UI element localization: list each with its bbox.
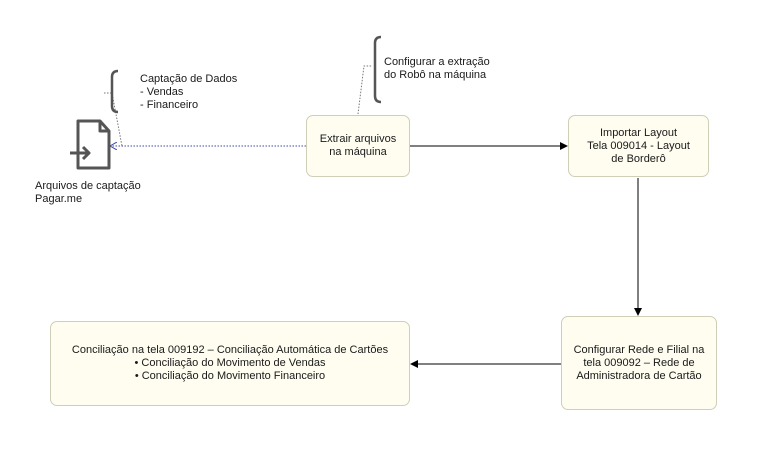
node-import-layout[interactable]: Importar Layout Tela 009014 - Layout de …: [568, 115, 709, 177]
node-configure-network[interactable]: Configurar Rede e Filial na tela 009092 …: [561, 316, 717, 410]
file-caption-line-2: Pagar.me: [35, 193, 83, 205]
node-import-line-2: Tela 009014 - Layout: [587, 139, 690, 152]
node-configure-line-3: Administradora de Cartão: [576, 369, 702, 382]
file-icon-caption: Arquivos de captação Pagar.me: [35, 180, 141, 206]
node-reconcile-line-2: • Conciliação do Movimento de Vendas: [134, 357, 326, 369]
file-caption-line-1: Arquivos de captação: [35, 180, 141, 192]
capture-note-line-2: - Vendas: [140, 86, 184, 98]
node-configure-line-2: tela 009092 – Rede de: [583, 356, 695, 369]
node-import-line-1: Importar Layout: [599, 126, 678, 139]
node-extract-line-2: na máquina: [329, 146, 387, 158]
node-reconcile-line-1: Conciliação na tela 009192 – Conciliação…: [71, 344, 389, 356]
node-extract-files[interactable]: Extrair arquivos na máquina: [306, 115, 410, 177]
robot-note-line-1: Configurar a extração: [384, 56, 490, 68]
robot-note: Configurar a extração do Robô na máquina: [384, 56, 490, 82]
capture-note-line-3: - Financeiro: [140, 99, 199, 111]
robot-note-line-2: do Robô na máquina: [384, 69, 487, 81]
capture-note-bracket: [110, 69, 119, 114]
dotted-link-robot-note: [357, 65, 372, 115]
node-configure-line-1: Configurar Rede e Filial na: [573, 343, 705, 356]
node-reconciliation[interactable]: Conciliação na tela 009192 – Conciliação…: [50, 321, 410, 406]
capture-note-line-1: Captação de Dados: [140, 73, 238, 85]
node-extract-line-1: Extrair arquivos: [319, 133, 397, 145]
node-reconcile-line-3: • Conciliação do Movimento Financeiro: [134, 370, 326, 382]
file-import-icon: [70, 119, 111, 170]
robot-note-bracket: [373, 35, 382, 104]
node-import-line-3: de Borderô: [611, 152, 666, 165]
capture-note: Captação de Dados - Vendas - Financeiro: [140, 73, 237, 112]
